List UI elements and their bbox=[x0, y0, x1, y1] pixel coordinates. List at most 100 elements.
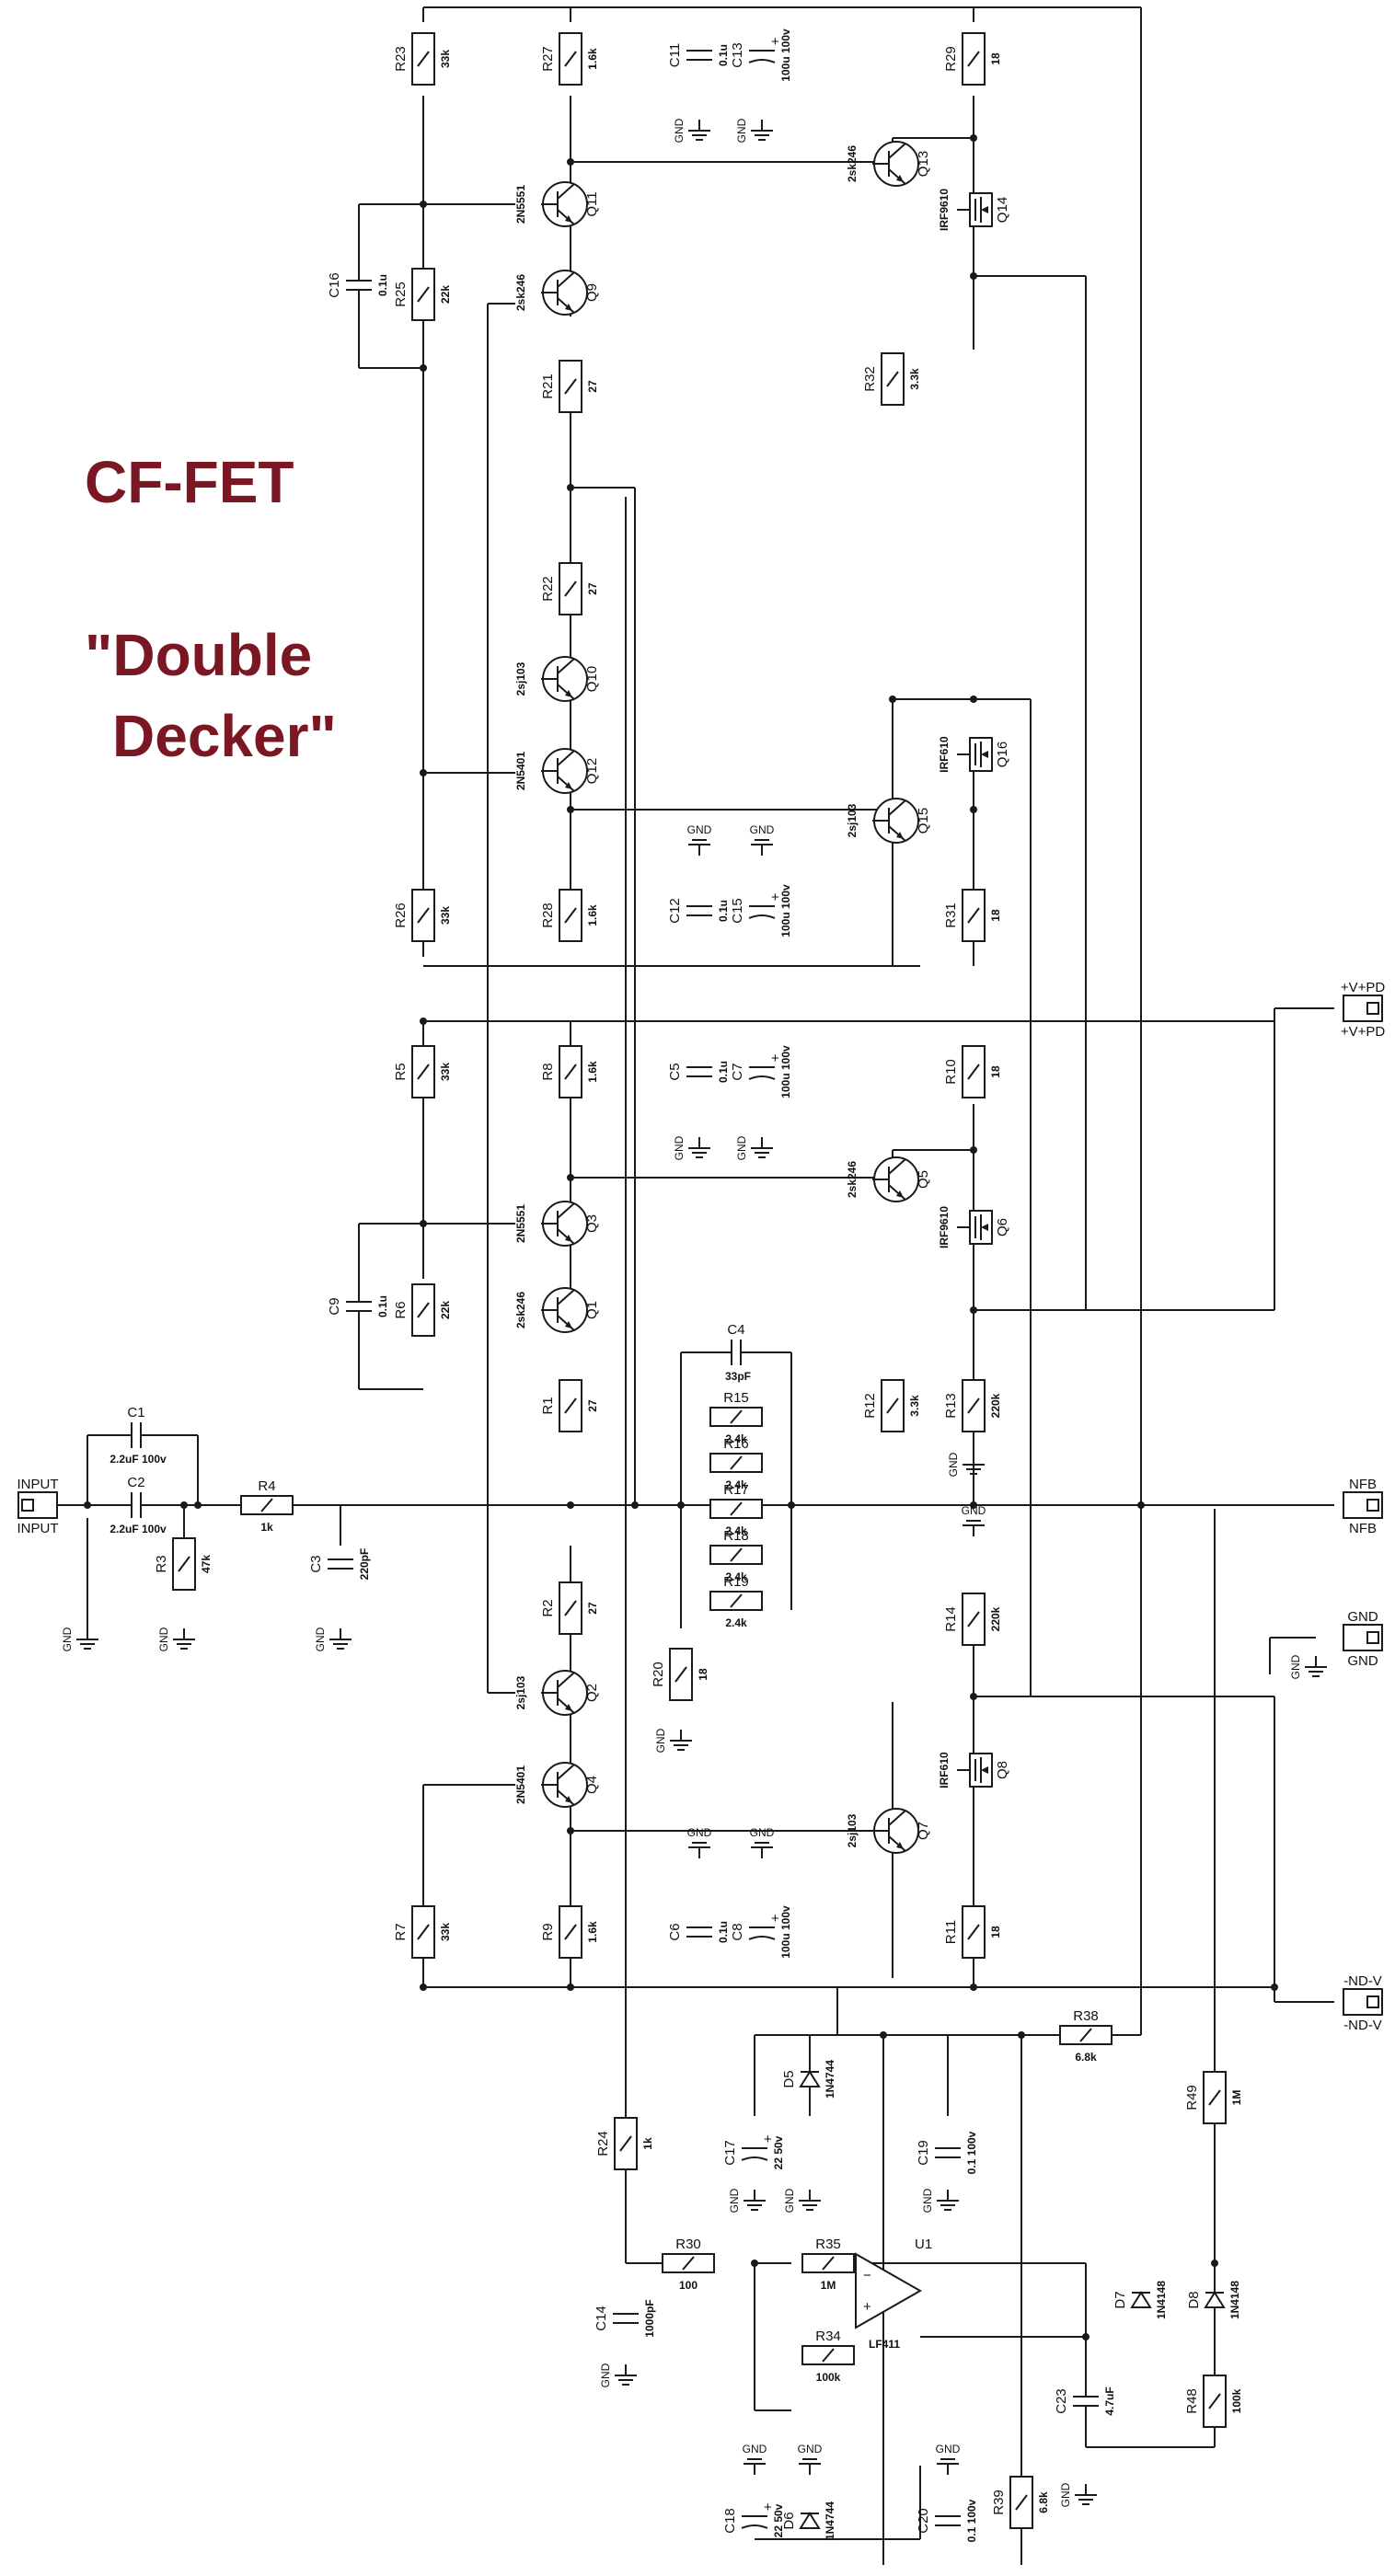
resistor-value: 1.6k bbox=[586, 48, 599, 70]
ground-symbol: GND bbox=[1059, 2482, 1097, 2507]
capacitor-ref: C12 bbox=[667, 898, 683, 924]
capacitor-value: 0.1u bbox=[717, 900, 730, 922]
ground-label: GND bbox=[743, 2443, 767, 2455]
resistor-mark bbox=[730, 1593, 743, 1608]
capacitor-ref: C2 bbox=[127, 1475, 144, 1490]
ground-symbol: GND bbox=[673, 1135, 710, 1160]
transistor-ref: Q1 bbox=[584, 1301, 600, 1319]
resistor-ref: R49 bbox=[1184, 2085, 1200, 2110]
transistor-arrow bbox=[896, 832, 904, 839]
junction-dot bbox=[420, 201, 427, 208]
resistor-mark bbox=[822, 2348, 835, 2363]
ground-label: GND bbox=[921, 2188, 934, 2213]
resistor-value: 27 bbox=[586, 380, 599, 393]
ground-symbol: GND bbox=[314, 1627, 352, 1651]
resistor-mark bbox=[564, 1397, 577, 1414]
junction-dot bbox=[970, 1501, 977, 1509]
resistor-value: 18 bbox=[989, 909, 1002, 922]
connector-label: INPUT bbox=[17, 1477, 59, 1492]
title-line-3: Decker" bbox=[112, 703, 337, 769]
capacitor-value: 2.2uF 100v bbox=[110, 1523, 167, 1535]
resistor-mark bbox=[417, 1302, 430, 1318]
resistor-mark bbox=[1079, 2028, 1092, 2042]
capacitor-ref: C19 bbox=[916, 2140, 931, 2166]
transistor-arrow bbox=[896, 1842, 904, 1849]
transistor-ref: Q5 bbox=[916, 1170, 931, 1189]
resistor-ref: R11 bbox=[943, 1920, 959, 1944]
mosfet-arrow bbox=[981, 206, 988, 213]
junction-dot bbox=[420, 1220, 427, 1227]
capacitor-ref: C9 bbox=[327, 1297, 342, 1315]
resistor-ref: R38 bbox=[1073, 2008, 1099, 2024]
resistor-ref: R23 bbox=[393, 46, 409, 72]
transistor-arrow bbox=[896, 1190, 904, 1198]
mosfet-ref: Q14 bbox=[995, 197, 1010, 223]
resistor-ref: R32 bbox=[862, 366, 878, 392]
cap-plate bbox=[748, 914, 776, 919]
connector-body bbox=[17, 1491, 58, 1519]
resistor-mark bbox=[564, 1924, 577, 1940]
transistor-ref: Q15 bbox=[916, 808, 931, 834]
transistor-arrow bbox=[565, 690, 572, 697]
resistor-body bbox=[559, 1045, 582, 1098]
ground-label: GND bbox=[750, 823, 775, 836]
junction-dot bbox=[84, 1501, 91, 1509]
transistor-part: 2N5551 bbox=[514, 1204, 527, 1243]
connector-pin bbox=[1366, 1995, 1379, 2008]
ground-symbol: GND bbox=[599, 2363, 637, 2387]
ground-symbol: GND bbox=[783, 2188, 821, 2213]
resistor-ref: R2 bbox=[540, 1599, 556, 1616]
capacitor-ref: C1 bbox=[127, 1405, 144, 1420]
junction-dot bbox=[420, 1984, 427, 1991]
junction-dot bbox=[970, 272, 977, 280]
resistor-value: 33k bbox=[439, 1923, 452, 1941]
junction-dot bbox=[420, 1018, 427, 1025]
capacitor-c2: C2 2.2uF 100v bbox=[110, 1475, 167, 1535]
resistor-mark bbox=[417, 1064, 430, 1080]
capacitor-value: 100u 100v bbox=[779, 1045, 792, 1098]
cap-gap bbox=[344, 1301, 374, 1312]
connector-label: +V+PD bbox=[1341, 980, 1386, 995]
capacitor-c12: C12 0.1u bbox=[667, 898, 730, 924]
diode-part: 1N4744 bbox=[824, 2060, 836, 2099]
transistor-part: 2N5401 bbox=[514, 752, 527, 790]
junction-dot bbox=[970, 806, 977, 813]
transistor-arrow bbox=[565, 1796, 572, 1803]
ground-label: GND bbox=[798, 2443, 823, 2455]
ground-symbol: GND bbox=[743, 2443, 767, 2475]
transistor-lead bbox=[557, 658, 575, 674]
resistor-ref: R34 bbox=[815, 2329, 841, 2344]
cap-gap bbox=[326, 1558, 355, 1570]
ground-symbol: GND bbox=[157, 1627, 195, 1651]
capacitor-ref: C17 bbox=[722, 2140, 738, 2166]
resistor-value: 100k bbox=[816, 2371, 841, 2384]
resistor-mark bbox=[967, 907, 980, 924]
ground-label: GND bbox=[947, 1452, 960, 1477]
resistor-mark bbox=[178, 1556, 190, 1572]
cap-polarity: + bbox=[764, 2132, 772, 2147]
resistor-value: 33k bbox=[439, 906, 452, 925]
resistor-value: 18 bbox=[989, 1926, 1002, 1938]
resistor-value: 2.4k bbox=[725, 1478, 747, 1491]
resistor-value: 27 bbox=[586, 1602, 599, 1615]
connector-pin bbox=[21, 1499, 34, 1512]
transistor-part: 2sk246 bbox=[846, 145, 859, 182]
ground-symbol: GND bbox=[654, 1728, 692, 1753]
resistor-mark bbox=[967, 1064, 980, 1080]
